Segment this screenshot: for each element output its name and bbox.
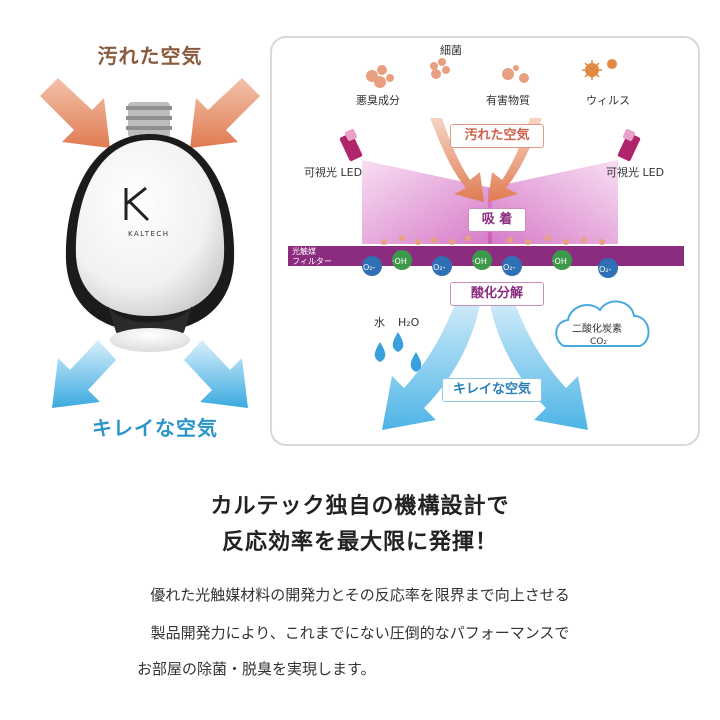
led-left-icon — [339, 129, 363, 162]
water-drops-icon — [374, 332, 422, 372]
virus-label: ウィルス — [586, 94, 630, 107]
oh-radical-3: ·OH — [552, 250, 572, 270]
co2-label-line1: 二酸化炭素 — [572, 322, 622, 335]
filter-label-line2: フィルター — [292, 257, 332, 266]
body-line-3: お部屋の除菌・脱臭を実現します。 — [137, 660, 376, 678]
kaltech-logo-mark — [124, 186, 150, 222]
water-label: 水 — [374, 316, 385, 329]
led-right-icon — [617, 129, 641, 162]
filter-label-line1: 光触媒 — [292, 246, 316, 256]
adsorption-tag: 吸 着 — [468, 208, 526, 232]
svg-text:O₂-: O₂- — [363, 263, 376, 272]
headline-line-1: カルテック独自の機構設計で — [210, 494, 510, 519]
germs-label: 細菌 — [440, 44, 462, 57]
photocatalyst-diagram-panel: 可視光 LED 可視光 LED 細菌 悪臭成分 有害物質 ウィルス 光触媒 フィ… — [270, 36, 700, 446]
o2-radical-1: O₂- — [362, 256, 382, 276]
dirty-flow-arrow-left — [430, 118, 484, 202]
h2o-label: H₂O — [398, 316, 420, 329]
odor-label: 悪臭成分 — [356, 93, 400, 107]
adsorbed-particles — [381, 235, 605, 245]
clean-flow-arrow-left — [382, 282, 482, 430]
co2-cloud-icon — [555, 300, 650, 347]
dirty-air-arrow-right — [190, 78, 260, 148]
body-line-1: 優れた光触媒材料の開発力とその反応率を限界まで向上させる — [150, 586, 570, 604]
dirty-air-arrow-left — [40, 78, 110, 148]
svg-text:·OH: ·OH — [472, 257, 487, 266]
svg-text:O₂-: O₂- — [433, 263, 446, 272]
clean-flow-arrow-right — [488, 282, 588, 430]
bulb-brand-text: KALTECH — [128, 230, 170, 238]
clean-air-arrow-left — [52, 340, 116, 408]
body-line-2: 製品開発力により、これまでにない圧倒的なパフォーマンスで — [150, 624, 570, 642]
virus-particles — [582, 59, 617, 80]
headline-line-2: 反応効率を最大限に発揮！ — [221, 530, 498, 555]
led-beam-left — [362, 160, 492, 244]
odor-particles — [366, 65, 394, 88]
oh-radical-2: ·OH — [472, 250, 492, 270]
harmful-substance-label: 有害物質 — [486, 93, 530, 107]
svg-text:·OH: ·OH — [552, 257, 567, 266]
oh-radical-1: ·OH — [392, 250, 412, 270]
o2-radical-3: O₂- — [502, 256, 522, 276]
clean-air-tag: キレイな空気 — [442, 378, 542, 402]
o2-radical-4: O₂- — [598, 258, 618, 278]
svg-text:·OH: ·OH — [392, 257, 407, 266]
clean-air-arrow-right — [184, 340, 248, 408]
bulb-body — [65, 134, 235, 352]
dirty-air-tag: 汚れた空気 — [450, 124, 544, 148]
oxidation-tag: 酸化分解 — [450, 282, 544, 306]
o2-radical-2: O₂- — [432, 256, 452, 276]
air-purifier-bulb-illustration: KALTECH — [40, 78, 260, 408]
led-right-label: 可視光 LED — [606, 165, 664, 179]
germ-particles — [430, 58, 450, 79]
led-left-label: 可視光 LED — [304, 165, 362, 179]
svg-text:O₂-: O₂- — [599, 265, 612, 274]
svg-text:O₂-: O₂- — [503, 263, 516, 272]
clean-air-label: キレイな空気 — [92, 416, 218, 440]
harmful-substance-particles — [502, 65, 529, 83]
dirty-air-label: 汚れた空気 — [97, 44, 203, 68]
co2-label-line2: CO₂ — [590, 337, 607, 347]
